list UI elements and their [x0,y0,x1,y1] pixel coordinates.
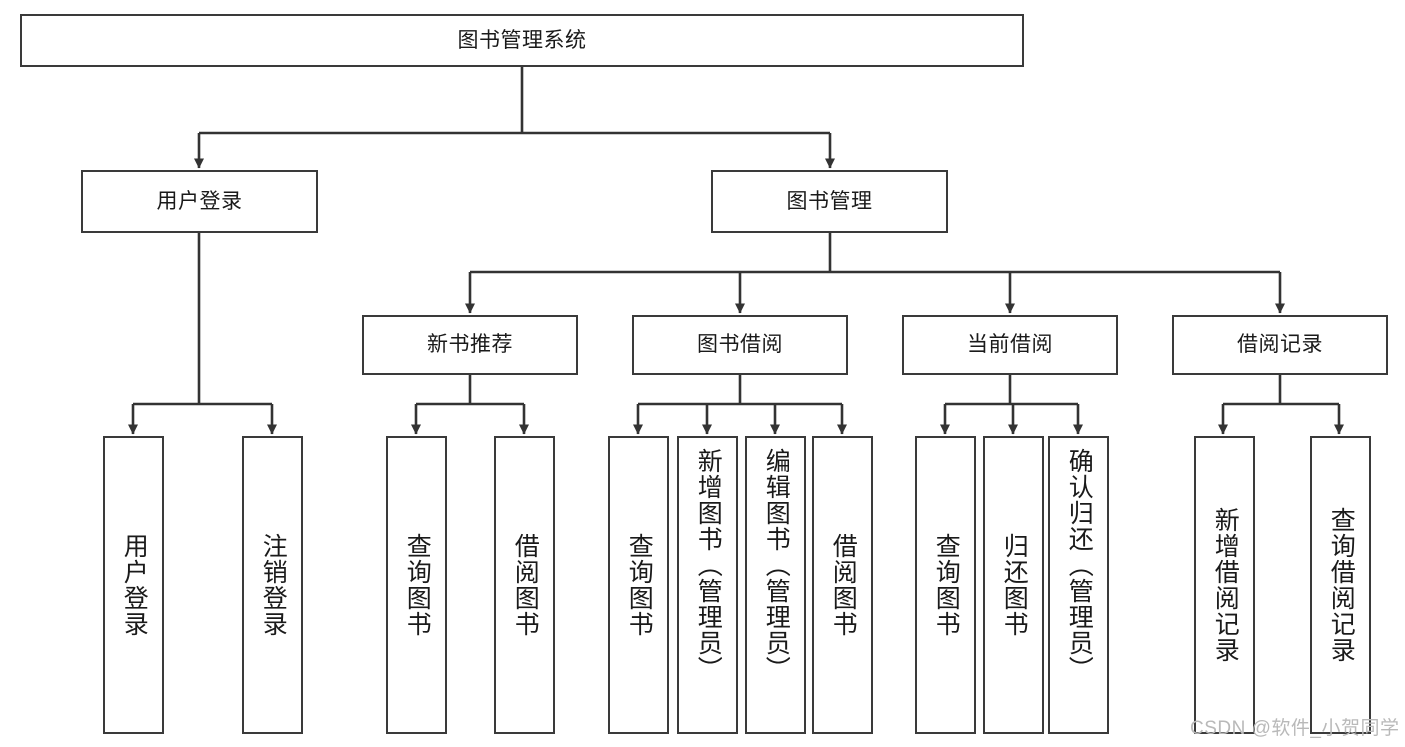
node-label: 注销登录 [259,533,288,637]
node-label: 图书管理系统 [457,28,587,52]
node-label: 归还图书 [1000,533,1029,637]
node-label: 确认归还（管理员） [1065,448,1094,682]
leaf-recommend-query-book[interactable]: 查询图书 [386,436,447,734]
node-label: 借阅图书 [511,533,540,637]
node-label: 图书管理 [786,189,873,213]
leaf-borrow-add-book[interactable]: 新增图书（管理员） [677,436,738,734]
node-label: 当前借阅 [967,333,1053,357]
leaf-recommend-borrow-book[interactable]: 借阅图书 [494,436,555,734]
node-label: 用户登录 [120,533,149,637]
leaf-record-add-record[interactable]: 新增借阅记录 [1194,436,1255,734]
node-label: 新增借阅记录 [1211,507,1240,663]
node-label: 编辑图书（管理员） [762,448,791,682]
node-label: 查询图书 [403,533,432,637]
node-root-system[interactable]: 图书管理系统 [20,14,1024,67]
node-label: 借阅图书 [829,533,858,637]
node-label: 新增图书（管理员） [694,448,723,682]
node-label: 查询图书 [932,533,961,637]
csdn-watermark: CSDN @软件_小贺同学 [1190,718,1400,739]
leaf-user-login-logout[interactable]: 注销登录 [242,436,303,734]
node-book-borrow[interactable]: 图书借阅 [632,315,848,375]
node-book-management[interactable]: 图书管理 [711,170,948,233]
leaf-current-confirm-return[interactable]: 确认归还（管理员） [1048,436,1109,734]
node-current-borrow[interactable]: 当前借阅 [902,315,1118,375]
node-label: 用户登录 [156,189,243,213]
leaf-borrow-query-book[interactable]: 查询图书 [608,436,669,734]
node-label: 新书推荐 [427,333,513,357]
node-label: 查询借阅记录 [1327,507,1356,663]
node-user-login[interactable]: 用户登录 [81,170,318,233]
node-new-book-recommend[interactable]: 新书推荐 [362,315,578,375]
node-label: 借阅记录 [1237,333,1323,357]
leaf-current-query-book[interactable]: 查询图书 [915,436,976,734]
leaf-borrow-edit-book[interactable]: 编辑图书（管理员） [745,436,806,734]
node-label: 图书借阅 [697,333,783,357]
leaf-borrow-borrow-book[interactable]: 借阅图书 [812,436,873,734]
leaf-current-return-book[interactable]: 归还图书 [983,436,1044,734]
leaf-record-query-record[interactable]: 查询借阅记录 [1310,436,1371,734]
node-borrow-record[interactable]: 借阅记录 [1172,315,1388,375]
leaf-user-login-login[interactable]: 用户登录 [103,436,164,734]
node-label: 查询图书 [625,533,654,637]
